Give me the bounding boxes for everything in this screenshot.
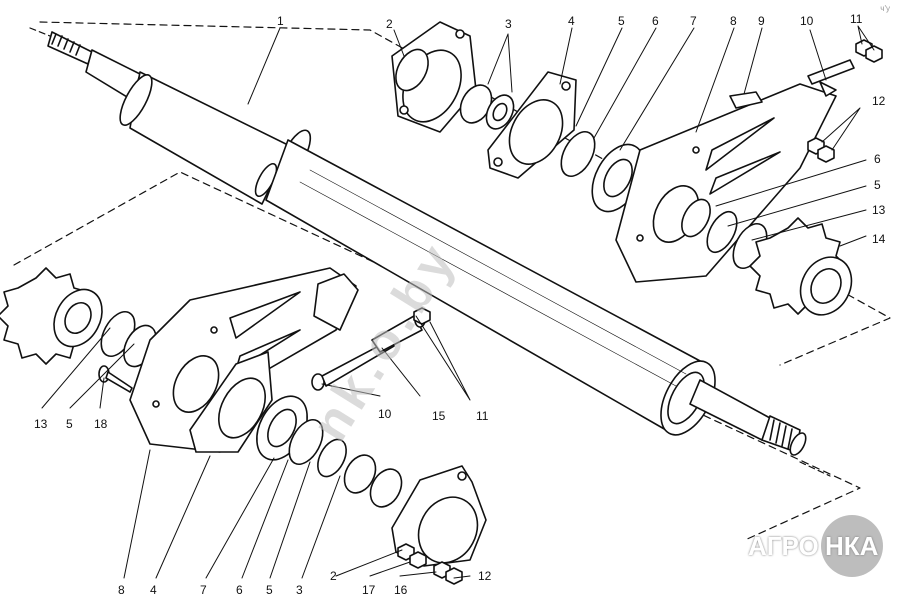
logo-text-left: АГРО — [748, 530, 819, 561]
corner-mark: ч'у — [880, 4, 890, 13]
lower-bearing-housing — [391, 465, 487, 585]
callout-14: 14 — [872, 232, 886, 246]
callout-13-left: 13 — [34, 417, 48, 431]
logo-circle: НКА — [820, 515, 883, 577]
callout-3: 3 — [505, 17, 512, 31]
callout-3-bottom: 3 — [296, 583, 303, 597]
upper-flange-housing — [391, 21, 477, 133]
callout-16: 16 — [394, 583, 408, 597]
callout-6-right: 6 — [874, 152, 881, 166]
callout-10-mid: 10 — [378, 407, 392, 421]
agronka-logo: АГРО НКА — [748, 515, 883, 577]
callout-2: 2 — [386, 17, 393, 31]
callout-labels: 1 2 3 4 5 6 7 8 9 10 11 12 6 5 13 14 13 … — [34, 12, 886, 597]
lower-rings — [256, 395, 403, 508]
main-shaft — [47, 31, 807, 456]
callout-8-bottom: 8 — [118, 583, 125, 597]
callout-11: 11 — [850, 12, 863, 26]
callout-15: 15 — [432, 409, 446, 423]
callout-18: 18 — [94, 417, 108, 431]
right-bracket-plate — [615, 83, 837, 283]
callout-5-right: 5 — [874, 178, 881, 192]
callout-10: 10 — [800, 14, 814, 28]
callout-5-left: 5 — [66, 417, 73, 431]
callout-8: 8 — [730, 14, 737, 28]
lower-flange-plate — [189, 351, 273, 453]
callout-6-bottom: 6 — [236, 583, 243, 597]
upper-flange-plate — [487, 71, 577, 179]
callout-4-bottom: 4 — [150, 583, 157, 597]
callout-5-bottom: 5 — [266, 583, 273, 597]
callout-6: 6 — [652, 14, 659, 28]
right-bolt-and-nuts — [729, 39, 883, 163]
callout-13-right: 13 — [872, 203, 886, 217]
left-bracket-plate — [129, 267, 359, 453]
callout-2-bottom: 2 — [330, 569, 337, 583]
leader-lines — [41, 25, 875, 579]
callout-12: 12 — [872, 94, 886, 108]
callout-11-mid: 11 — [476, 409, 489, 423]
callout-5: 5 — [618, 14, 625, 28]
logo-text-right: НКА — [825, 530, 879, 561]
callout-1: 1 — [277, 14, 284, 28]
callout-12-bottom: 12 — [478, 569, 492, 583]
callout-4: 4 — [568, 14, 575, 28]
left-sprocket — [0, 267, 103, 365]
right-rings-and-sprocket — [681, 198, 853, 316]
upper-nuts — [459, 84, 515, 130]
middle-bolt-and-spacer — [311, 307, 431, 391]
callout-17: 17 — [362, 583, 376, 597]
callout-7-bottom: 7 — [200, 583, 207, 597]
callout-9: 9 — [758, 14, 765, 28]
callout-7: 7 — [690, 14, 697, 28]
